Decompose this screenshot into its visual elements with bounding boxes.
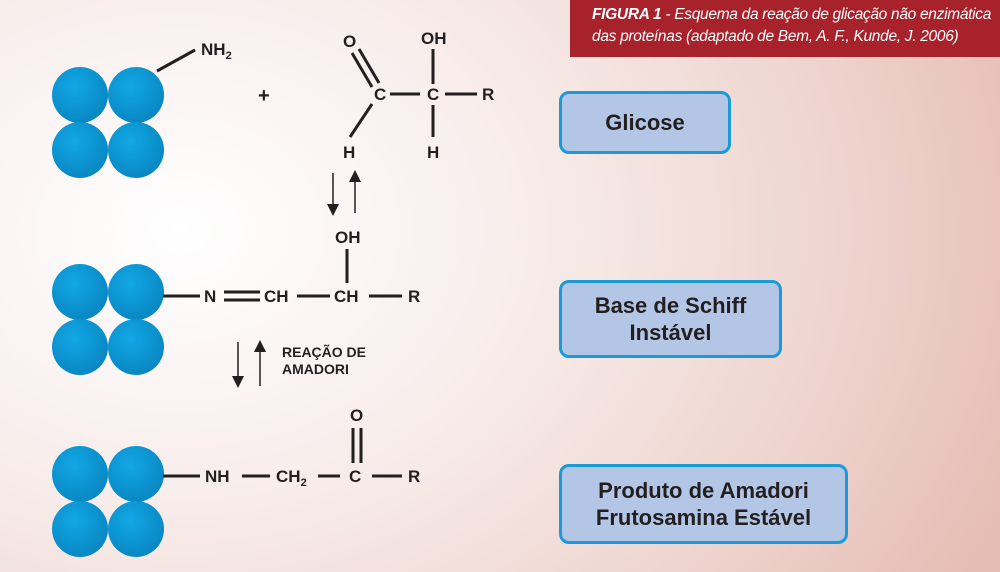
atom-ch: CH [334, 287, 359, 306]
atom-c: C [427, 85, 439, 104]
caption-line1: - Esquema da reação de glicação não enzi… [661, 6, 992, 23]
atom-r: R [482, 85, 494, 104]
reactants: NH2 + O C C R OH H H [156, 29, 494, 162]
schiff-label: Instável [629, 320, 712, 345]
atom-ch: CH [264, 287, 289, 306]
protein-icon [52, 67, 164, 178]
hydroxyl: OH [421, 29, 447, 48]
amine-group: NH2 [201, 40, 232, 62]
schiff-label: Base de Schiff [594, 293, 747, 318]
amadori-label: Produto de Amadori [598, 478, 809, 503]
atom-c: C [349, 467, 361, 486]
atom-r: R [408, 287, 420, 306]
caption-line2: das proteínas (adaptado de Bem, A. F., K… [592, 28, 959, 45]
figure-label: FIGURA 1 [592, 6, 662, 23]
atom-h: H [427, 143, 439, 162]
amadori-product: NH CH2 C O R [163, 406, 420, 489]
amadori-label: Frutosamina Estável [595, 505, 812, 530]
hydroxyl: OH [335, 228, 361, 247]
schiff-base: N CH CH OH R [163, 228, 420, 306]
figure-caption: FIGURA 1 - Esquema da reação de glicação… [570, 0, 1000, 57]
glicose-label: Glicose [605, 110, 685, 135]
atom-o: O [343, 32, 356, 51]
plus-sign: + [258, 85, 270, 107]
atom-r: R [408, 467, 420, 486]
atom-h: H [343, 143, 355, 162]
protein-icon [52, 264, 164, 375]
atom-o: O [350, 406, 363, 425]
amadori-reaction-label: AMADORI [282, 361, 349, 377]
glicose-box: Glicose [559, 91, 731, 154]
atom-ch2: CH2 [276, 467, 307, 489]
atom-nh: NH [205, 467, 230, 486]
protein-icon [52, 446, 164, 557]
atom-n: N [204, 287, 216, 306]
amadori-reaction-label: REAÇÃO DE [282, 343, 366, 360]
atom-c: C [374, 85, 386, 104]
